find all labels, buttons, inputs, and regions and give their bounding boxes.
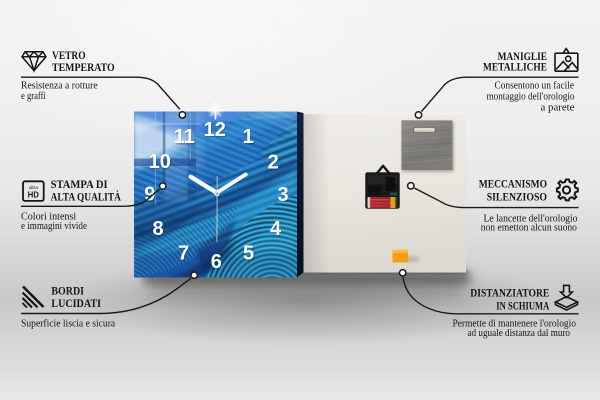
svg-text:6: 6	[211, 251, 222, 273]
svg-text:3: 3	[277, 184, 288, 206]
svg-text:10: 10	[149, 152, 171, 174]
svg-text:Consentono un facile: Consentono un facile	[495, 80, 575, 91]
svg-text:METALLICHE: METALLICHE	[483, 62, 547, 74]
svg-text:10: 10	[149, 151, 171, 173]
svg-text:STAMPA DI: STAMPA DI	[51, 179, 108, 191]
svg-text:1: 1	[243, 126, 254, 148]
svg-text:4: 4	[270, 218, 282, 240]
svg-text:ultra: ultra	[29, 185, 38, 190]
svg-text:7: 7	[179, 244, 190, 266]
svg-text:LUCIDATI: LUCIDATI	[51, 298, 101, 310]
svg-text:HD: HD	[28, 190, 40, 199]
svg-text:12: 12	[204, 120, 226, 142]
svg-text:8: 8	[152, 218, 163, 240]
svg-text:MANIGLIE: MANIGLIE	[498, 51, 548, 63]
svg-text:ad uguale distanza dal muro: ad uguale distanza dal muro	[468, 328, 571, 339]
svg-text:Permette di mantenere l'orolog: Permette di mantenere l'orologio	[453, 319, 577, 330]
svg-text:3: 3	[278, 185, 289, 207]
svg-text:e graffi: e graffi	[21, 91, 46, 102]
svg-text:a parete: a parete	[541, 102, 575, 113]
svg-text:Colori intensi: Colori intensi	[21, 211, 76, 222]
svg-text:VETRO: VETRO	[52, 50, 86, 62]
svg-text:7: 7	[178, 243, 189, 265]
svg-text:TEMPERATO: TEMPERATO	[52, 62, 115, 74]
svg-text:IN SCHIUMA: IN SCHIUMA	[496, 301, 550, 313]
svg-text:Le lancette dell'orologio: Le lancette dell'orologio	[484, 214, 578, 225]
svg-text:e immagini vivide: e immagini vivide	[21, 221, 87, 232]
svg-text:2: 2	[268, 153, 279, 175]
svg-text:6: 6	[211, 252, 222, 274]
svg-text:DISTANZIATORE: DISTANZIATORE	[470, 287, 549, 299]
svg-text:ALTA QUALITÀ: ALTA QUALITÀ	[51, 190, 122, 204]
svg-text:Superficie liscia e sicura: Superficie liscia e sicura	[21, 319, 116, 330]
svg-text:montaggio dell'orologio: montaggio dell'orologio	[487, 91, 575, 102]
svg-text:non emetton alcun suono: non emetton alcun suono	[481, 223, 577, 234]
svg-text:12: 12	[204, 119, 226, 141]
svg-text:MECCANISMO: MECCANISMO	[479, 178, 547, 190]
svg-text:BORDI: BORDI	[51, 285, 84, 297]
svg-text:1: 1	[243, 128, 254, 150]
svg-text:2: 2	[268, 152, 279, 174]
svg-text:Resistenza a rotture: Resistenza a rotture	[21, 81, 98, 92]
svg-text:9: 9	[144, 184, 155, 206]
svg-text:4: 4	[271, 219, 283, 241]
svg-text:5: 5	[244, 244, 255, 266]
svg-text:8: 8	[153, 220, 164, 242]
svg-text:11: 11	[174, 126, 195, 148]
svg-text:11: 11	[174, 127, 195, 149]
svg-text:SILENZIOSO: SILENZIOSO	[487, 192, 547, 204]
svg-text:5: 5	[243, 243, 254, 265]
